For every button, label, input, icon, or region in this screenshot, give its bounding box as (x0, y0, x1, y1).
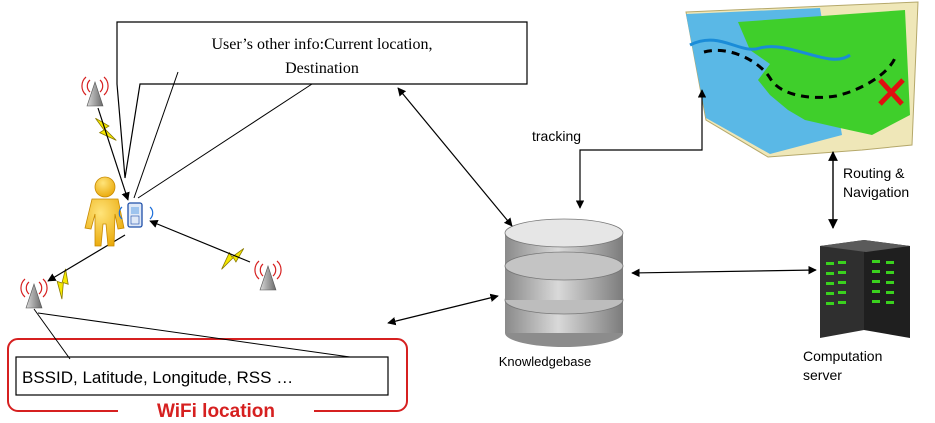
signal-arrow-right (149, 219, 251, 263)
mobile-phone-icon (118, 202, 154, 228)
map-icon (685, 1, 919, 158)
ap-connector-2 (37, 312, 351, 358)
database-icon (504, 218, 624, 347)
user-info-callout: User’s other info:Current location, Dest… (116, 21, 528, 179)
tracking-arrow (575, 89, 707, 209)
callout-to-kb-arrow (397, 87, 513, 227)
computation-label-line1: Computation (803, 348, 882, 364)
computation-label-line2: server (803, 367, 842, 383)
access-point-icon (81, 76, 109, 107)
lightning-bolt-icon (50, 267, 77, 300)
server-icon (820, 240, 910, 338)
wifi-fields-box (15, 356, 389, 396)
tracking-label: tracking (532, 128, 581, 144)
wifi-fields-text: BSSID, Latitude, Longitude, RSS … (22, 368, 293, 387)
access-point-icon (20, 278, 48, 309)
user-info-line2: Destination (285, 60, 359, 77)
kb-to-server-arrow (631, 265, 817, 278)
person-icon (84, 176, 125, 247)
signal-arrow-top (97, 107, 130, 201)
wifi-to-kb-arrow (387, 293, 499, 326)
user-info-line1: User’s other info:Current location, (212, 36, 433, 53)
callout-connector-person (133, 71, 179, 199)
ap-connector-1 (33, 308, 71, 360)
routing-label-line1: Routing & (843, 165, 905, 181)
wifi-location-label: WiFi location (157, 401, 275, 422)
wifi-label-gap (118, 400, 314, 420)
access-point-icon (254, 260, 282, 291)
routing-label-line2: Navigation (843, 184, 909, 200)
knowledgebase-label: Knowledgebase (499, 354, 592, 369)
callout-connector-diagonal (137, 83, 313, 199)
